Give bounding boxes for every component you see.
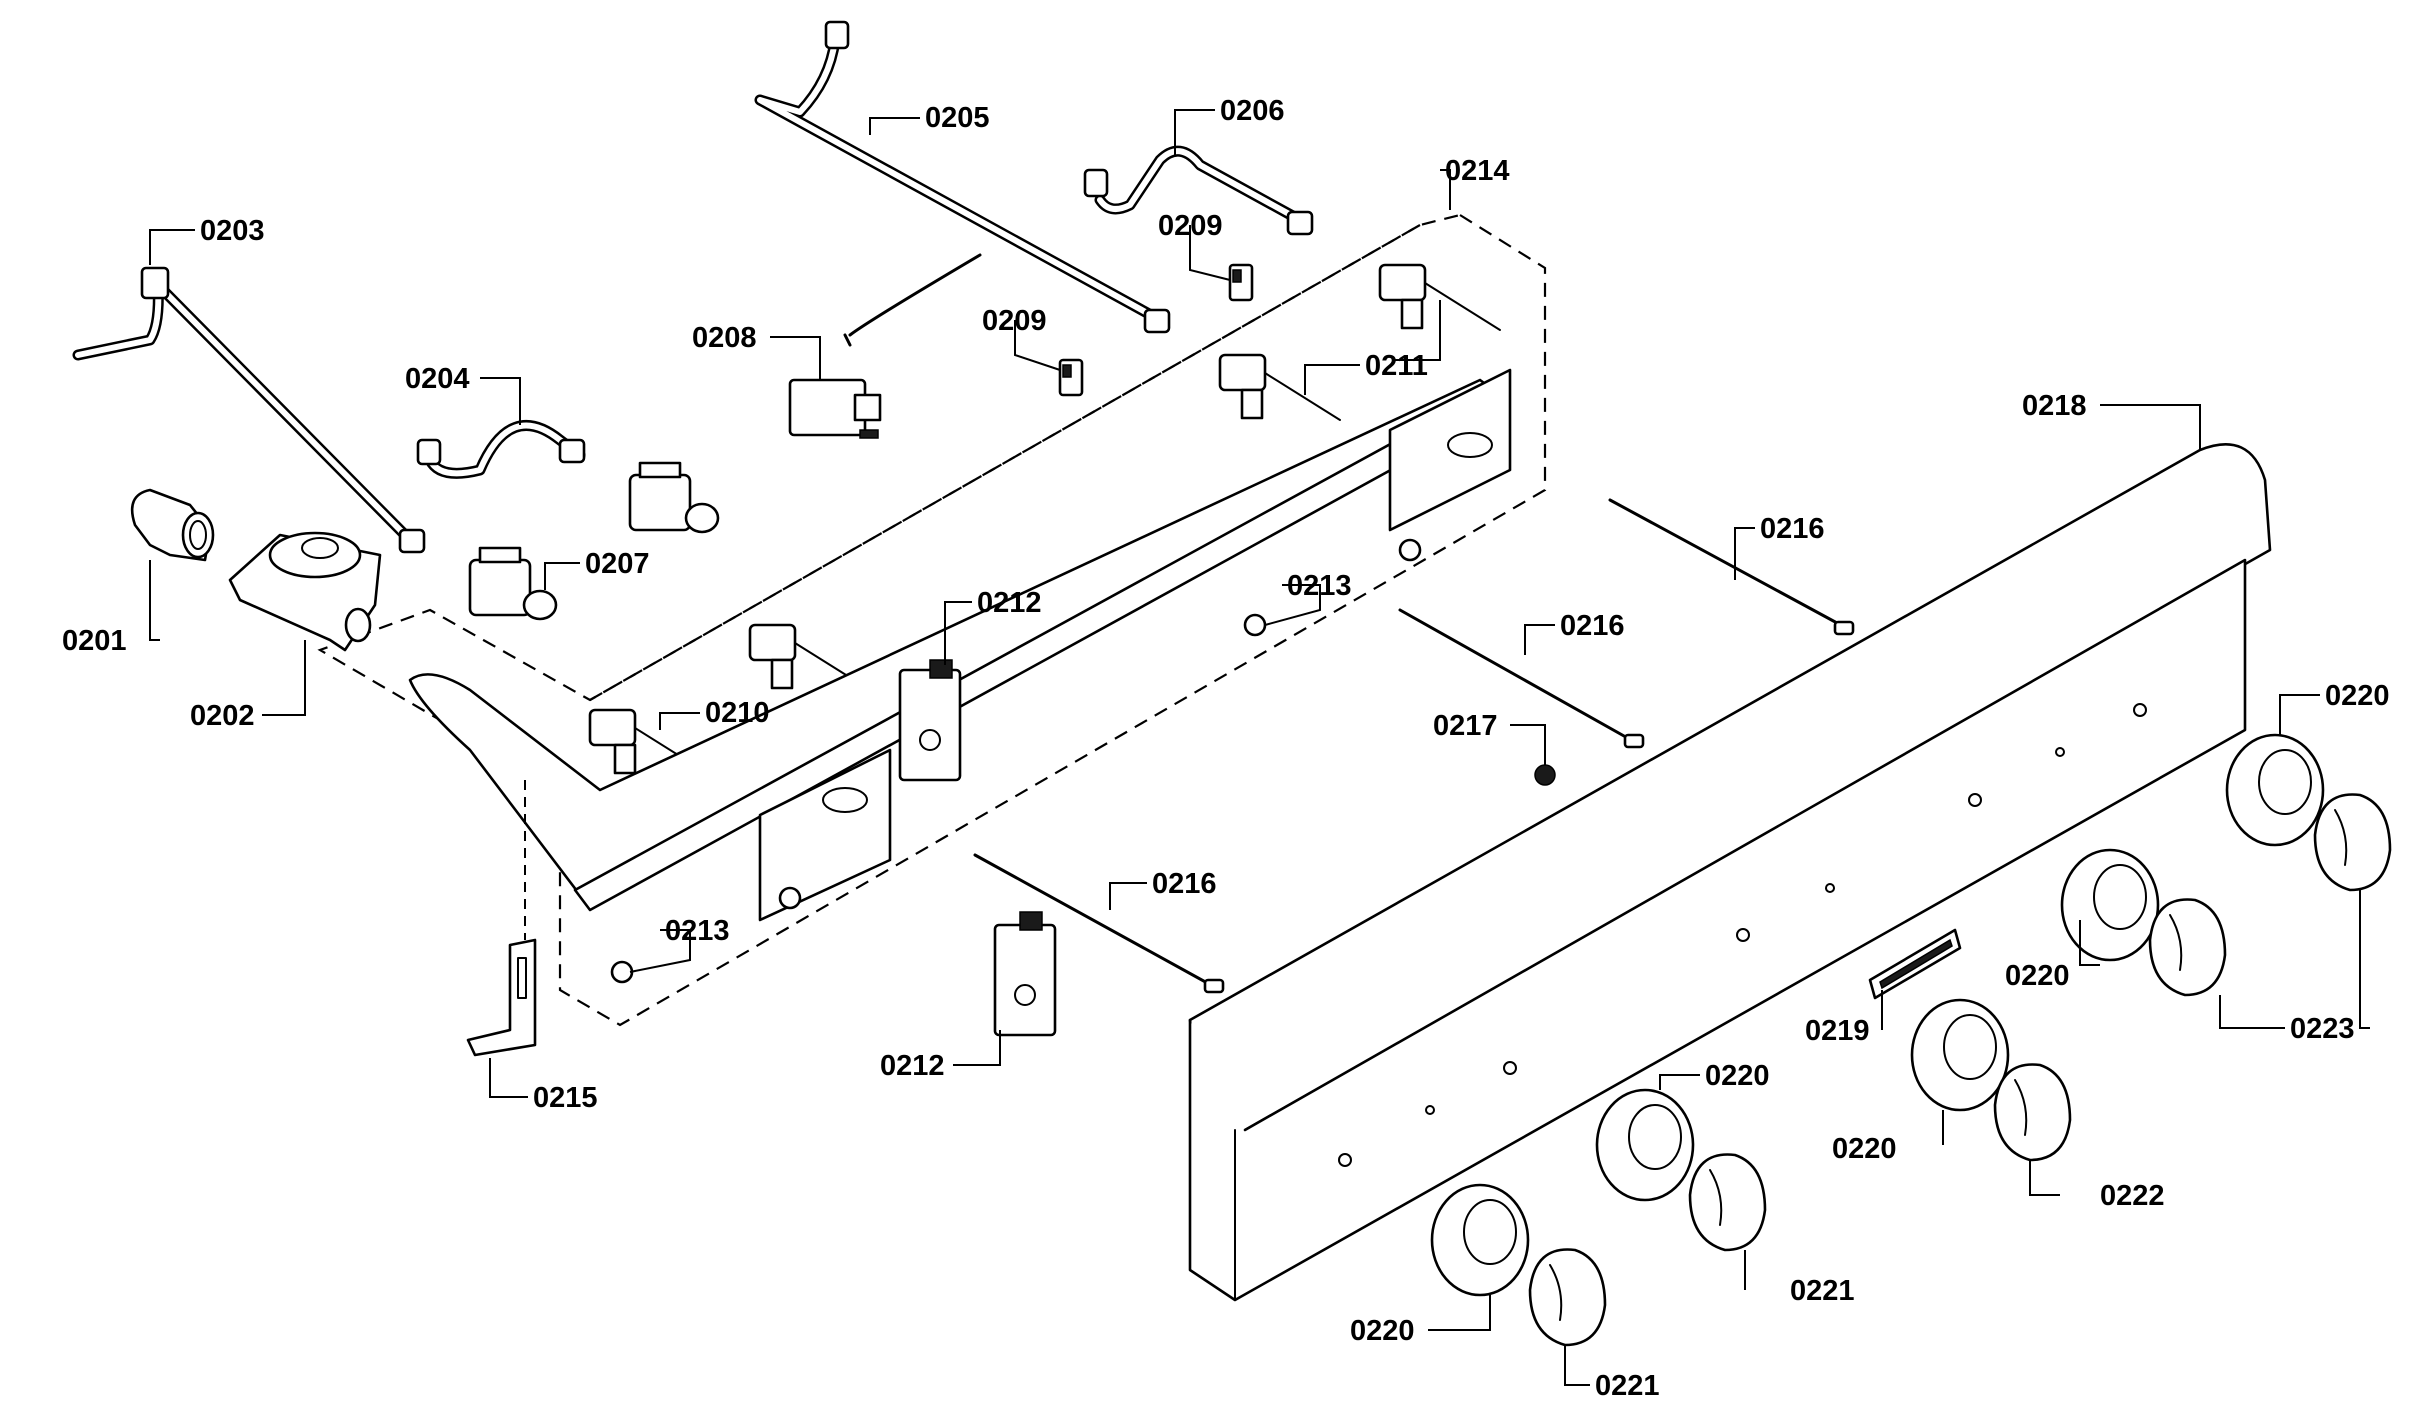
callout-0216-a: 0216 [1152, 868, 1217, 900]
callout-0221-b: 0221 [1595, 1370, 1660, 1402]
callout-0205: 0205 [925, 102, 990, 134]
callout-0223: 0223 [2290, 1013, 2355, 1045]
knob-0223-a [2148, 898, 2227, 997]
display-window-0219 [1868, 928, 1962, 1000]
solenoid-valve-0207-a [468, 546, 558, 621]
manifold-rail [408, 368, 1512, 922]
gas-tube-0205 [754, 20, 1171, 334]
callout-0212-b: 0212 [880, 1050, 945, 1082]
nut-0213-a [778, 886, 802, 910]
gas-regulator-0202 [228, 531, 382, 652]
clip-0209-a [1058, 358, 1084, 397]
callout-0220-c: 0220 [1832, 1133, 1897, 1165]
ignition-rod-0216-b [1398, 608, 1645, 749]
callout-0211: 0211 [1365, 350, 1428, 382]
assembly-outline-0214 [317, 213, 1547, 1027]
callout-0219: 0219 [1805, 1015, 1870, 1047]
ignition-rod-0216-c [1608, 498, 1855, 636]
callout-0216-b: 0216 [1560, 610, 1625, 642]
leader-lines [149, 109, 2370, 1386]
callout-0213-b: 0213 [1287, 570, 1352, 602]
nut-0217 [1534, 764, 1556, 786]
knob-0223-b [2313, 793, 2392, 892]
gas-tube-0204 [416, 420, 586, 479]
callout-0209-a: 0209 [982, 305, 1047, 337]
gas-tube-0203 [72, 266, 426, 554]
control-panel-0218 [1188, 443, 2272, 1302]
bezel-0220-a [1430, 1183, 1530, 1297]
burner-valve-0211-a [1218, 353, 1341, 421]
bezel-0220-b [1595, 1088, 1695, 1202]
callout-0207: 0207 [585, 548, 650, 580]
callout-0209-b: 0209 [1158, 210, 1223, 242]
callout-0204: 0204 [405, 363, 470, 395]
callout-0222: 0222 [2100, 1180, 2165, 1212]
callout-0210: 0210 [705, 697, 770, 729]
gas-tube-0206 [1083, 145, 1314, 236]
callout-labels: 0201 0202 0203 0204 0205 0206 0207 0208 … [62, 95, 2390, 1402]
spark-module-0212-b [993, 911, 1057, 1037]
callout-0221-a: 0221 [1790, 1275, 1855, 1307]
burner-valve-0210-b [748, 623, 871, 691]
callout-0220-d: 0220 [1705, 1060, 1770, 1092]
callout-0203: 0203 [200, 215, 265, 247]
callout-0220-e: 0220 [1350, 1315, 1415, 1347]
spark-module-0212-a [898, 659, 962, 782]
ignition-rod-0216-a [973, 853, 1225, 994]
burner-valve-0211-b [1378, 263, 1501, 331]
solenoid-valve-0207-b [628, 461, 720, 534]
callout-0201: 0201 [62, 625, 127, 657]
knob-0221-b [1688, 1153, 1767, 1252]
bezel-0220-e [2225, 733, 2325, 847]
callout-0220-a: 0220 [2325, 680, 2390, 712]
callout-0215: 0215 [533, 1082, 598, 1114]
bezel-0220-d [2060, 848, 2160, 962]
nut-0213-b [610, 960, 634, 984]
nut-0213-c [1398, 538, 1422, 562]
callout-0216-c: 0216 [1760, 513, 1825, 545]
callout-0218: 0218 [2022, 390, 2087, 422]
callout-0212-a: 0212 [977, 587, 1042, 619]
callout-0217: 0217 [1433, 710, 1498, 742]
nut-0213-d [1243, 613, 1267, 637]
callout-0208: 0208 [692, 322, 757, 354]
callout-0202: 0202 [190, 700, 255, 732]
elbow-fitting-0201 [130, 488, 215, 562]
callout-0206: 0206 [1220, 95, 1285, 127]
bezel-0220-c [1910, 998, 2010, 1112]
switch-0208 [788, 253, 982, 439]
knob-0221-a [1528, 1248, 1607, 1347]
callout-0214: 0214 [1445, 155, 1510, 187]
callout-0213-a: 0213 [665, 915, 730, 947]
knob-0222 [1993, 1063, 2072, 1162]
callout-0220-b: 0220 [2005, 960, 2070, 992]
clip-0209-b [1228, 263, 1254, 302]
bracket-0215 [466, 780, 537, 1057]
